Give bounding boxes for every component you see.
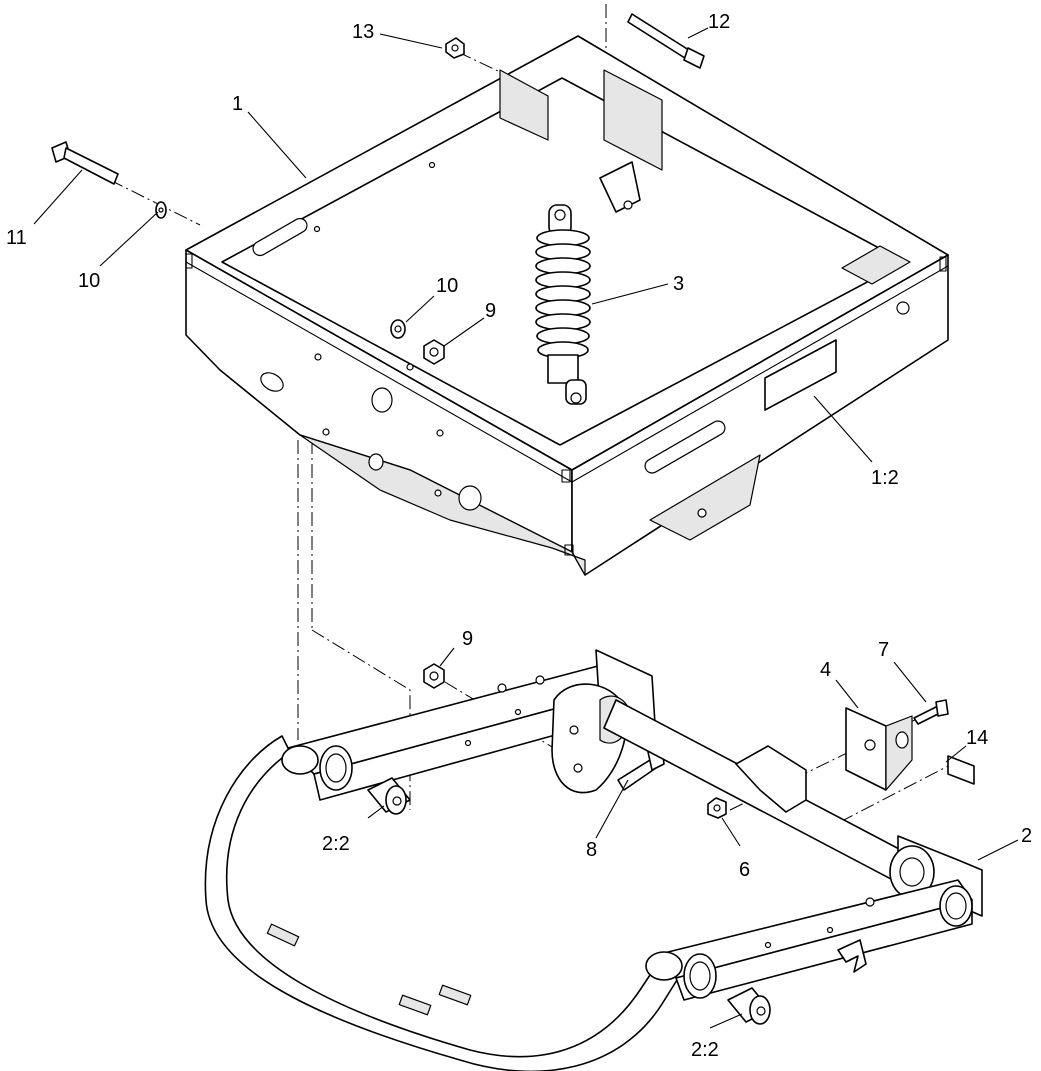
callout-11: 11 [6, 227, 27, 249]
washer-10-middle [390, 319, 406, 339]
callout-3: 3 [673, 273, 684, 295]
bolt-11 [51, 141, 119, 185]
washer-10-left [155, 201, 167, 219]
callout-2-2-left: 2:2 [322, 833, 350, 855]
callout-1-2: 1:2 [871, 467, 899, 489]
callout-10-middle: 10 [436, 275, 458, 297]
shock-absorber [535, 204, 591, 405]
lower-suspension-frame [204, 649, 983, 1071]
leader-lines [33, 27, 1019, 1029]
callout-6: 6 [739, 859, 750, 881]
nut-6 [707, 797, 727, 819]
callout-8: 8 [586, 839, 597, 861]
callout-2: 2 [1021, 825, 1032, 847]
bolt-12 [627, 13, 705, 69]
nut-9-upper [423, 339, 445, 365]
nut-9-lower [423, 663, 445, 689]
callout-2-2-right: 2:2 [691, 1039, 719, 1061]
bolt-7 [913, 699, 949, 725]
callout-13: 13 [352, 21, 374, 43]
callout-9-lower: 9 [462, 628, 473, 650]
callout-10-left: 10 [78, 270, 100, 292]
callout-7: 7 [878, 639, 889, 661]
nut-13 [445, 37, 465, 59]
callout-9-upper: 9 [485, 300, 496, 322]
decal-14 [947, 755, 975, 785]
callout-labels: 1 1:2 2 2:2 2:2 3 4 6 7 8 9 9 10 10 11 1… [6, 11, 1032, 1061]
callout-1: 1 [232, 93, 243, 115]
callout-4: 4 [820, 659, 831, 681]
callout-12: 12 [708, 11, 730, 33]
callout-14: 14 [966, 727, 988, 749]
bracket-4 [845, 707, 913, 791]
